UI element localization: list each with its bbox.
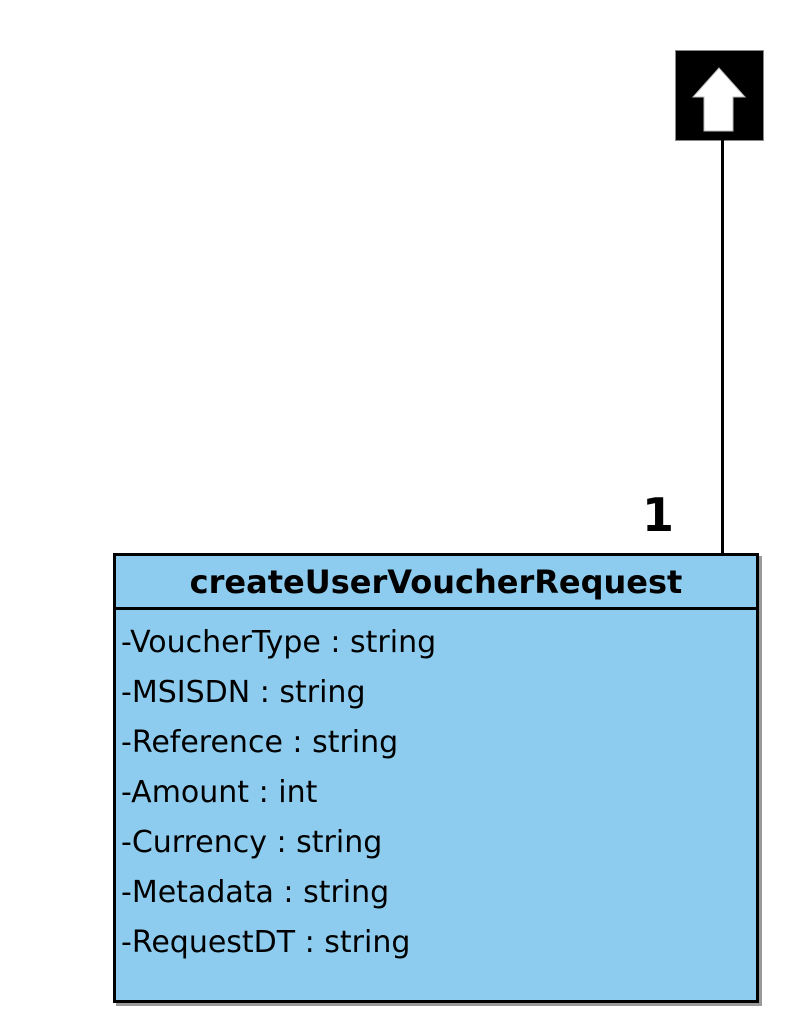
attribute-row: -Amount : int <box>121 774 318 810</box>
attribute-row: -VoucherType : string <box>121 624 437 660</box>
attribute-row: -Reference : string <box>121 724 399 760</box>
class-attributes: -VoucherType : string -MSISDN : string -… <box>116 610 756 967</box>
class-node-createUserVoucherRequest[interactable]: createUserVoucherRequest -VoucherType : … <box>113 553 759 1003</box>
attribute-row: -Currency : string <box>121 824 383 860</box>
class-name: createUserVoucherRequest <box>116 556 756 610</box>
multiplicity-label: 1 <box>641 488 674 542</box>
up-arrow-icon <box>676 51 763 140</box>
connector-line <box>721 139 724 554</box>
attribute-row: -MSISDN : string <box>121 674 366 710</box>
attribute-row: -Metadata : string <box>121 874 390 910</box>
attribute-row: -RequestDT : string <box>121 924 411 960</box>
parent-node[interactable] <box>675 50 764 141</box>
